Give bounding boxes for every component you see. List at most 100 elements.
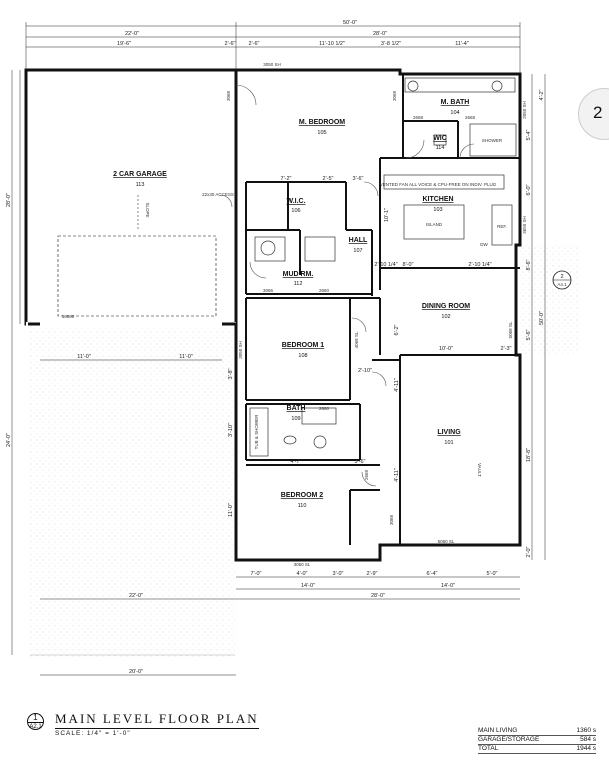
dim-top-2-6b: 2'-6" — [249, 41, 260, 47]
window-tag: 3050 SH — [263, 62, 281, 67]
island-note: ISLAND — [426, 222, 443, 227]
dim-right-18-8: 18'-8" — [526, 448, 532, 462]
dim-int-3-8: 3'-8" — [228, 368, 234, 379]
room-name-wic-small: WIC — [433, 135, 447, 142]
window-tag: 3050 SL — [294, 562, 311, 567]
dim-int-10: 10'-0" — [439, 346, 453, 352]
drawing-title: MAIN LEVEL FLOOR PLAN — [55, 711, 259, 729]
dim-bot-5: 5'-0" — [487, 571, 498, 577]
area-value: 584 s — [580, 736, 596, 743]
room-number-bath: 109 — [291, 416, 300, 422]
dim-bot-7: 7'-0" — [251, 571, 262, 577]
room-name-dining: DINING ROOM — [422, 303, 470, 310]
door-tag: 3068 — [226, 90, 231, 101]
section-marker: 2 A4.1 — [552, 270, 572, 290]
fridge-note: REF. — [497, 224, 507, 229]
dimension-labels: 50'-0" 22'-0" 28'-0" 19'-6" 2'-6" 2'-6" … — [6, 20, 545, 675]
dim-int-2-5: 2'-5" — [323, 176, 334, 182]
dim-int-6-2: 6'-2" — [394, 324, 400, 335]
detail-sheet-ref: A2.1 — [29, 724, 42, 730]
room-number-hall: 107 — [353, 248, 362, 254]
dim-top-3-8: 3'-8 1/2" — [381, 41, 401, 47]
drawing-scale: SCALE: 1/4" = 1'-0" — [55, 730, 131, 737]
dim-bot-28: 28'-0" — [371, 593, 385, 599]
dim-int-11: 11'-0" — [228, 503, 234, 517]
window-tag: 3050 SH — [238, 341, 243, 359]
dim-int-4-7: 4'-7" — [291, 459, 302, 465]
dim-bot-14a: 14'-0" — [301, 583, 315, 589]
detail-callout: 1 A2.1 — [27, 713, 44, 730]
dim-right-50: 50'-0" — [539, 311, 545, 325]
dim-left-28: 28'-0" — [6, 193, 12, 207]
dim-drive-20: 20'-0" — [129, 669, 143, 675]
dishwasher-note: DW — [480, 242, 488, 247]
fixtures — [249, 77, 517, 457]
dim-bot-14b: 14'-0" — [441, 583, 455, 589]
room-name-bedroom1: BEDROOM 1 — [282, 342, 325, 349]
dim-garage-11a: 11'-0" — [77, 354, 91, 360]
dim-bot-4: 4'-0" — [297, 571, 308, 577]
door-tag: 2668 — [364, 469, 369, 480]
room-name-bedroom2: BEDROOM 2 — [281, 492, 324, 499]
dim-right-5-4: 5'-4" — [526, 129, 532, 140]
dim-int-2-10: 2'-10 1/4" — [374, 262, 397, 268]
dim-int-3-6b: 3'-6" — [355, 459, 366, 465]
vent-note: VENTED FAN ALL VOICE & CPU-FREE ON INDIV… — [380, 182, 497, 187]
vault-note: VAULT — [477, 463, 482, 477]
dim-int-3-10: 3'-10" — [228, 423, 234, 437]
dim-int-7-2: 7'-2" — [281, 176, 292, 182]
dim-int-8: 8'-0" — [403, 262, 414, 268]
dim-right-6: 6'-0" — [526, 184, 532, 195]
area-label: GARAGE/STORAGE — [478, 736, 540, 743]
dim-left-24: 24'-0" — [6, 433, 12, 447]
room-number-bedroom1: 108 — [298, 353, 307, 359]
dim-int-3-6: 3'-6" — [353, 176, 364, 182]
dim-top-19-6: 19'-6" — [117, 41, 131, 47]
dim-overall-width: 50'-0" — [343, 20, 357, 26]
dim-right-4-2: 4'-2" — [539, 89, 545, 100]
dim-bot-3: 3'-0" — [333, 571, 344, 577]
house-exterior-walls — [234, 68, 522, 562]
room-number-master-bath: 104 — [450, 110, 459, 116]
room-number-master-bedroom: 105 — [317, 130, 326, 136]
attic-access-note: 22x30 ACCESS — [202, 192, 234, 197]
door-tag: 2660 — [319, 288, 330, 293]
area-summary-table: MAIN LIVING 1360 s GARAGE/STORAGE 584 s … — [478, 727, 596, 754]
area-row: MAIN LIVING 1360 s — [478, 727, 596, 736]
ground-hatch — [30, 245, 580, 657]
dim-int-10-1: 10'-1" — [384, 208, 390, 222]
room-number-bedroom2: 110 — [298, 503, 307, 509]
room-name-master-bath: M. BATH — [441, 99, 470, 106]
section-mark-sheet: A4.1 — [557, 282, 567, 287]
door-swings — [219, 84, 475, 487]
dimension-lines — [11, 22, 546, 676]
door-tag: 2668 — [465, 115, 476, 120]
room-name-bath: BATH — [287, 405, 306, 412]
area-label: TOTAL — [478, 745, 499, 752]
dim-int-2-10b: 2'-10 1/4" — [468, 262, 491, 268]
room-labels: 2 CAR GARAGE 113 M. BEDROOM 105 M. BATH … — [113, 99, 470, 509]
tub-note: TUB & SHOWER — [254, 414, 259, 450]
room-number-dining: 102 — [441, 314, 450, 320]
area-value: 1360 s — [576, 727, 596, 734]
dim-int-2-3: 2'-3" — [501, 346, 512, 352]
shower-note: SHOWER — [482, 138, 503, 143]
room-number-wic-small: 114 — [436, 145, 445, 151]
dim-bot-2-9: 2'-9" — [367, 571, 378, 577]
window-tag: 3650 SH — [522, 216, 527, 234]
slope-note: SLOPE — [145, 202, 150, 217]
door-tag: 3068 — [392, 90, 397, 101]
dim-int-4-11b: 4'-11" — [394, 468, 400, 482]
dim-bot-6-4: 6'-4" — [427, 571, 438, 577]
door-tag: 2668 — [413, 115, 424, 120]
dim-top-28: 28'-0" — [373, 31, 387, 37]
room-number-mud-room: 112 — [294, 281, 303, 287]
dim-top-11-4: 11'-4" — [455, 41, 469, 47]
room-name-kitchen: KITCHEN — [422, 196, 453, 203]
room-name-garage: 2 CAR GARAGE — [113, 171, 167, 178]
area-row: GARAGE/STORAGE 584 s — [478, 736, 596, 745]
detail-number: 1 — [28, 714, 43, 723]
section-mark-number: 2 — [560, 274, 563, 280]
dim-bot-22: 22'-0" — [129, 593, 143, 599]
